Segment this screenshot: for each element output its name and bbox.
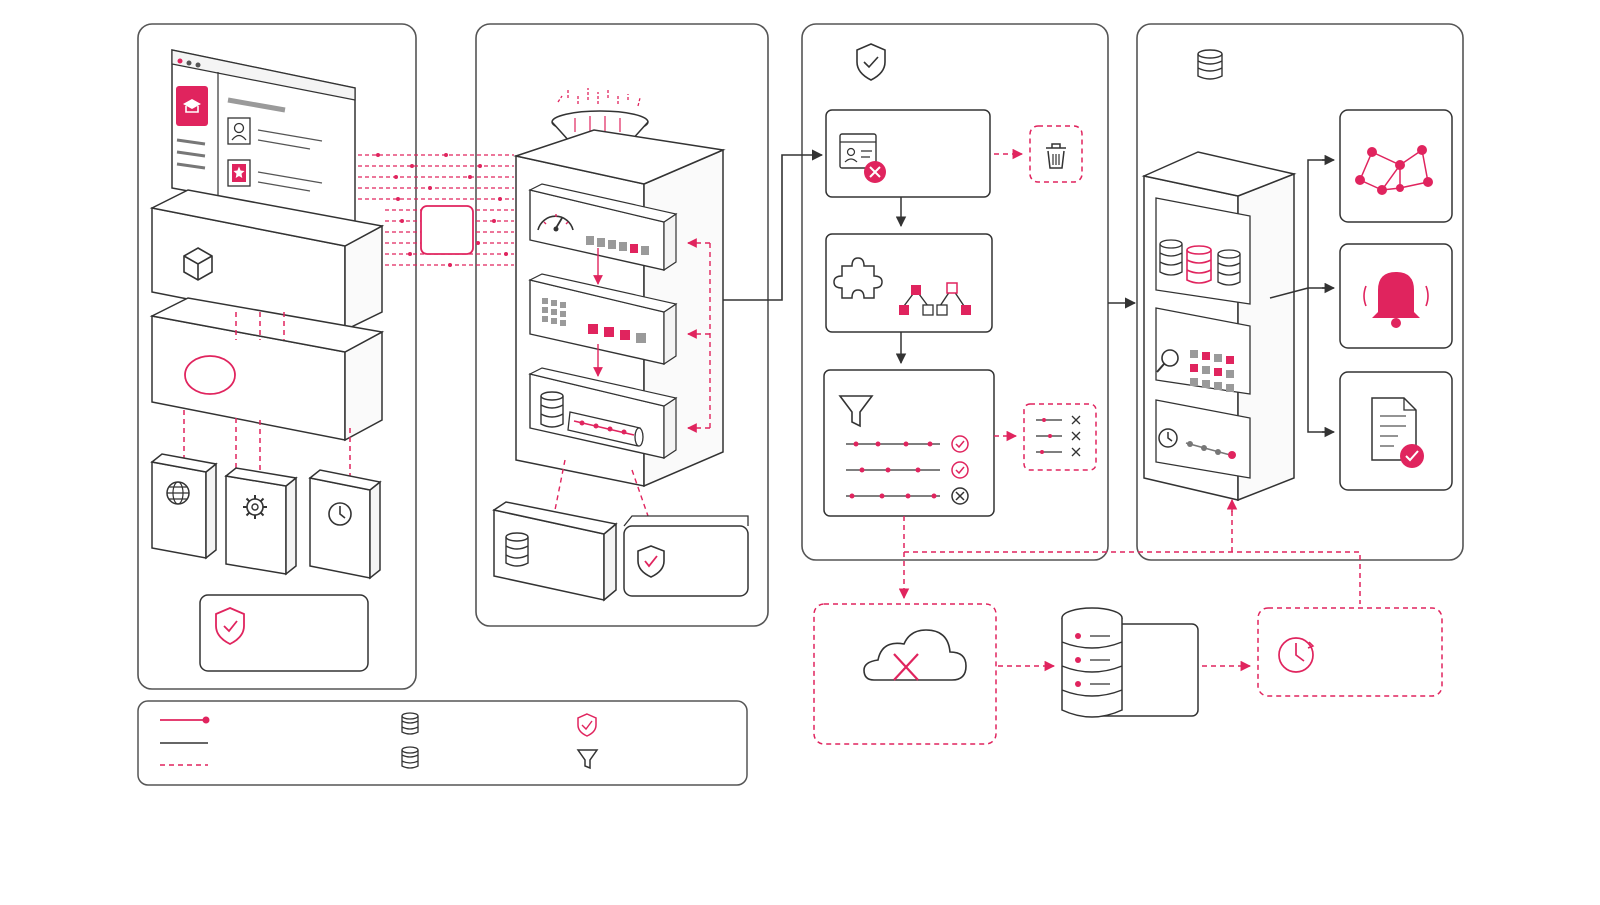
trash-icon: [1046, 143, 1066, 169]
shield-check-icon: [856, 43, 886, 81]
feedback-loop: [688, 242, 711, 429]
database-icon: [1197, 49, 1223, 80]
puzzle-icon: [833, 257, 883, 299]
transform-step: [825, 233, 993, 333]
gear-icon: [243, 495, 267, 519]
panel-validation: [801, 23, 1109, 561]
security-box: [199, 594, 369, 672]
filter-step: [823, 369, 995, 517]
document-check-icon: [1371, 397, 1424, 468]
timeline-icon: [1185, 441, 1236, 459]
node-flow-icon: [899, 282, 971, 316]
gear-device: [224, 467, 298, 576]
panel-ingestion: [475, 23, 769, 627]
list-review-box: [1023, 403, 1097, 471]
shield-check-icon: [215, 607, 245, 646]
user-icon: [227, 117, 251, 145]
retry-clock-icon: [1278, 637, 1315, 673]
gauge-icon: [537, 214, 574, 232]
database-icon: [540, 391, 564, 428]
filter-rules: [846, 435, 969, 505]
connector-ingest-to-validate: [723, 149, 824, 301]
database-icon: [401, 712, 419, 735]
database-cluster-icon: [1159, 239, 1241, 286]
globe-device: [150, 453, 218, 560]
gateway-node: [420, 205, 474, 255]
browser-window-icon: [171, 49, 356, 223]
search-icon: [1156, 349, 1179, 373]
clock-icon: [328, 502, 352, 526]
core-box: [149, 297, 385, 442]
cloud-error-icon: [863, 629, 967, 681]
recovery-path: [904, 506, 1361, 604]
secure-box: [623, 515, 749, 597]
index-grid: [1190, 350, 1234, 392]
legend-accent-line: [160, 716, 210, 724]
bell-icon: [1363, 272, 1429, 328]
id-card-reject-icon: [839, 133, 886, 183]
list-review-icon: [1036, 415, 1081, 457]
legend-panel: [137, 700, 748, 786]
cube-icon: [183, 247, 213, 281]
clock-icon: [1158, 428, 1178, 448]
star-icon: [227, 159, 251, 187]
clock-device: [308, 469, 382, 580]
metrics-bars: [586, 236, 649, 255]
failure-box: [813, 603, 997, 745]
database-server-icon: [1061, 607, 1199, 718]
filter-icon: [838, 395, 874, 428]
panel-sources: [137, 23, 417, 690]
database-icon: [505, 532, 529, 567]
archive-db-box: [492, 501, 618, 602]
filter-icon: [576, 749, 599, 770]
graph-network-icon: [1359, 148, 1429, 191]
graduation-cap-icon: [176, 86, 208, 126]
database-icon: [401, 746, 419, 769]
globe-icon: [166, 481, 190, 505]
pipe-icon: [567, 411, 644, 447]
panel-storage: [1136, 23, 1464, 561]
grid-bars: [588, 324, 646, 343]
grid-icon: [542, 298, 566, 326]
retry-box: [1257, 607, 1443, 697]
shield-check-icon: [577, 713, 597, 737]
shield-check-icon: [637, 545, 665, 578]
grid-module: [528, 273, 678, 366]
